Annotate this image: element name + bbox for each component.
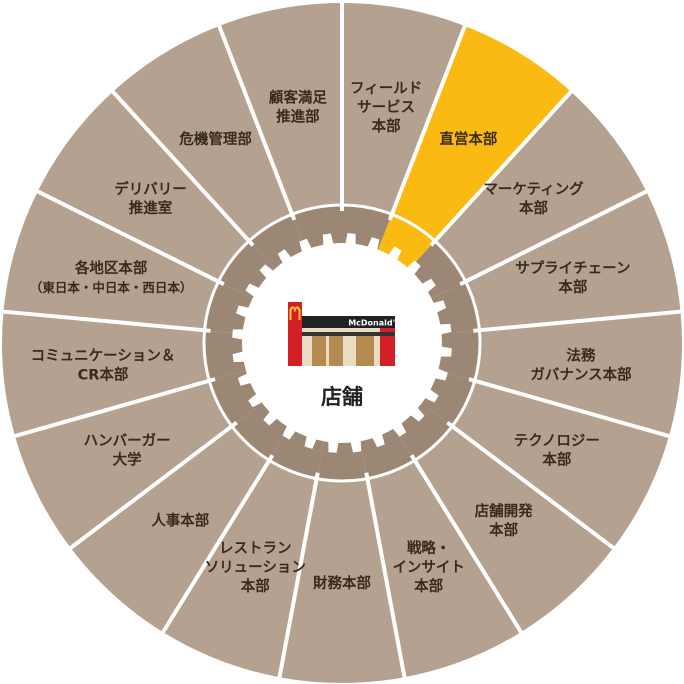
segment-label-line: 本部 — [241, 577, 270, 595]
ring-segment-5 — [421, 370, 475, 427]
segment-label-line: 戦略・ — [407, 539, 451, 557]
divider-line — [12, 377, 216, 439]
segment-label-line: 危機管理部 — [179, 130, 252, 148]
segment-label-line: 本部 — [542, 450, 571, 468]
segments-layer — [1, 3, 682, 683]
divider-line — [67, 420, 238, 551]
divider-line — [387, 23, 468, 221]
segment-8 — [279, 478, 405, 683]
segment-label-line: インサイト — [392, 559, 465, 576]
segment-label-line: 大学 — [113, 450, 142, 468]
segment-10 — [70, 426, 270, 633]
ring-segment-6 — [394, 403, 453, 461]
segment-4 — [474, 311, 682, 437]
segment-label-line: 財務本部 — [312, 574, 371, 592]
segment-label-line: （東日本・中日本・西日本） — [30, 280, 193, 295]
segment-label-line: 推進室 — [129, 199, 173, 217]
divider-line — [1, 309, 211, 333]
store-sign-text: McDonald's — [348, 319, 400, 328]
segment-label-5: テクノロジー本部 — [514, 432, 600, 468]
segment-2 — [434, 91, 647, 282]
segment-label-1: 直営本部 — [439, 130, 497, 148]
segment-label-line: デリバリー — [114, 180, 187, 198]
segment-13 — [3, 191, 219, 331]
segment-14 — [37, 91, 250, 282]
segment-label-line: 本部 — [414, 577, 443, 595]
ring-segment-4 — [438, 330, 480, 381]
segment-label-11: ハンバーガー大学 — [84, 432, 171, 468]
ring-segment-15 — [249, 214, 306, 270]
segment-label-line: 本部 — [372, 117, 401, 135]
segment-label-line: ソリューション — [205, 560, 306, 576]
segment-label-line: テクノロジー — [514, 432, 600, 449]
ring-segment-11 — [209, 370, 263, 427]
segment-9 — [163, 460, 317, 678]
segment-label-7: 戦略・インサイト本部 — [392, 539, 465, 595]
divider-line — [473, 309, 683, 333]
divider-line — [409, 454, 524, 635]
segment-6 — [414, 426, 614, 633]
segment-label-line: コミュニケーション＆ — [31, 348, 176, 365]
segment-label-line: サービス — [357, 99, 415, 116]
labels-layer: フィールドサービス本部直営本部マーケティング本部サプライチェーン本部法務ガバナン… — [30, 81, 632, 595]
segment-label-line: 本部 — [519, 199, 548, 217]
segment-16 — [219, 3, 342, 215]
segment-label-line: フィールド — [350, 81, 422, 97]
ring-segment-14 — [218, 241, 275, 299]
divider-line — [110, 88, 255, 247]
segment-label-16: 顧客満足推進部 — [269, 89, 327, 126]
segment-label-line: 本部 — [489, 521, 518, 539]
segment-label-line: 本部 — [558, 278, 587, 296]
segment-label-6: 店舗開発本部 — [475, 502, 533, 539]
segment-3 — [465, 191, 681, 331]
segment-0 — [342, 3, 465, 215]
divider-line — [429, 88, 574, 247]
segment-label-line: ハンバーガー — [84, 432, 171, 449]
inner-ring — [204, 205, 480, 481]
segment-label-14: デリバリー推進室 — [114, 180, 187, 217]
divider-line — [160, 454, 275, 635]
center-label: 店舗 — [321, 385, 363, 409]
divider-line — [459, 188, 650, 286]
segment-label-line: CR本部 — [78, 366, 129, 384]
ring-segment-12 — [204, 330, 246, 381]
segment-label-line: 顧客満足 — [269, 89, 327, 107]
divider-line — [364, 472, 407, 680]
segment-label-9: レストランソリューション本部 — [205, 541, 306, 595]
segment-label-line: レストラン — [219, 541, 292, 557]
segment-label-8: 財務本部 — [312, 574, 371, 592]
segment-7 — [367, 460, 521, 678]
segment-label-line: マーケティング — [483, 180, 584, 198]
ring-segment-3 — [431, 281, 480, 334]
divider-line — [468, 377, 672, 439]
divider-line — [446, 420, 617, 551]
segment-label-line: 店舗開発 — [475, 502, 533, 520]
segment-15 — [112, 25, 293, 242]
divider-line — [34, 188, 225, 286]
segment-label-3: サプライチェーン本部 — [515, 260, 630, 296]
ring-segment-13 — [204, 281, 253, 334]
segment-label-line: 人事本部 — [151, 511, 209, 529]
segment-label-line: 各地区本部 — [74, 259, 148, 277]
segment-label-line: 直営本部 — [439, 130, 497, 148]
ring-border — [202, 203, 482, 483]
segment-12 — [1, 311, 210, 437]
segment-label-2: マーケティング本部 — [483, 180, 584, 217]
divider-line — [277, 472, 320, 680]
segment-label-15: 危機管理部 — [179, 130, 252, 148]
segment-label-10: 人事本部 — [151, 511, 209, 529]
segment-label-4: 法務ガバナンス本部 — [530, 347, 632, 384]
segment-1 — [391, 25, 572, 242]
divider-line — [216, 23, 297, 221]
segment-label-12: コミュニケーション＆CR本部 — [31, 348, 176, 384]
segment-label-line: ガバナンス本部 — [530, 366, 632, 384]
segment-label-line: 法務 — [566, 347, 595, 365]
segment-label-0: フィールドサービス本部 — [350, 81, 422, 135]
segment-label-line: サプライチェーン — [515, 260, 630, 277]
segment-label-13: 各地区本部 （東日本・中日本・西日本） — [30, 259, 193, 295]
store-icon: McDonald's — [288, 302, 400, 366]
segment-label-line: 推進部 — [276, 108, 320, 126]
